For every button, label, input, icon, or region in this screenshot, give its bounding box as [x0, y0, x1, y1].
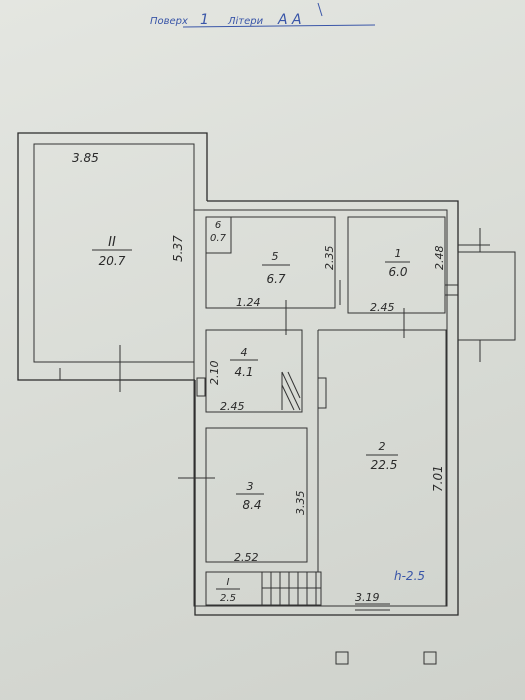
room-6-area: 0.7	[210, 233, 227, 244]
room-I-number: I	[227, 577, 230, 588]
stair-hatch-room-4	[281, 371, 301, 411]
room-4-area: 4.1	[234, 365, 253, 379]
room-2-outline-top	[318, 329, 447, 606]
room-5-area: 6.7	[266, 272, 285, 286]
dim-room-II-width: 3.85	[72, 151, 99, 165]
outer-walls	[17, 132, 459, 616]
dim-room-5-width: 1.24	[236, 296, 261, 309]
room-1-number: 1	[395, 247, 402, 260]
header-stamp: Поверх 1 Літери А А	[150, 2, 376, 28]
dim-room-II-length: 5.37	[171, 235, 185, 262]
interior-partitions	[178, 216, 458, 611]
ceiling-height-note: h-2.5	[394, 569, 425, 583]
floor-value: 1	[200, 12, 209, 28]
outer-wall-main	[194, 200, 459, 616]
room-4-number: 4	[241, 346, 248, 359]
dim-room-5-length: 2.35	[323, 246, 336, 271]
dim-room-4-length: 2.10	[208, 361, 221, 386]
dim-room-3-width: 2.52	[234, 551, 259, 564]
room-II-area: 20.7	[99, 254, 126, 268]
room-3-outline	[205, 427, 308, 563]
room-5-outline	[205, 216, 336, 309]
room-I-area: 2.5	[220, 593, 236, 604]
marker-square-right	[423, 651, 437, 665]
room-1-outline	[347, 216, 446, 314]
dim-room-4-width: 2.45	[220, 400, 245, 413]
room-II-inner	[33, 143, 195, 363]
room-3-number: 3	[247, 480, 254, 493]
dimensions: 3.85 5.37 1.24 2.35 2.45 2.48 2.45 2.10 …	[72, 151, 446, 604]
room-labels: II 20.7 6 0.7 5 6.7 1 6.0 4 4.1 3 8.4 2 …	[92, 220, 410, 604]
door-mark-4	[196, 377, 206, 397]
liter-value: А А	[277, 12, 302, 28]
marker-square-left	[335, 651, 349, 665]
room-4-outline	[205, 329, 303, 413]
header-tick	[317, 2, 323, 17]
dim-room-1-length: 2.48	[433, 246, 446, 271]
outer-wall-left-block	[17, 132, 208, 381]
room-6-number: 6	[215, 220, 221, 231]
door-mark-2	[317, 377, 327, 409]
stair-treads-room-I	[261, 572, 321, 605]
room-2-number: 2	[379, 440, 386, 453]
header-underline	[182, 24, 376, 28]
liter-label: Літери	[227, 15, 264, 27]
porch-outline	[457, 251, 516, 341]
room-2-area: 22.5	[371, 458, 398, 472]
dim-room-1-width: 2.45	[370, 301, 395, 314]
dim-room-3-length: 3.35	[294, 491, 307, 516]
room-3-area: 8.4	[242, 498, 261, 512]
dim-room-2-length: 7.01	[431, 465, 445, 492]
dim-room-2-width: 3.19	[355, 591, 380, 604]
room-II-number: II	[108, 235, 116, 250]
room-6-outline	[205, 216, 232, 254]
room-5-number: 5	[272, 250, 279, 263]
room-1-area: 6.0	[388, 265, 407, 279]
porch	[457, 228, 516, 362]
main-inner-outline	[193, 209, 448, 607]
floor-label: Поверх	[150, 16, 188, 27]
